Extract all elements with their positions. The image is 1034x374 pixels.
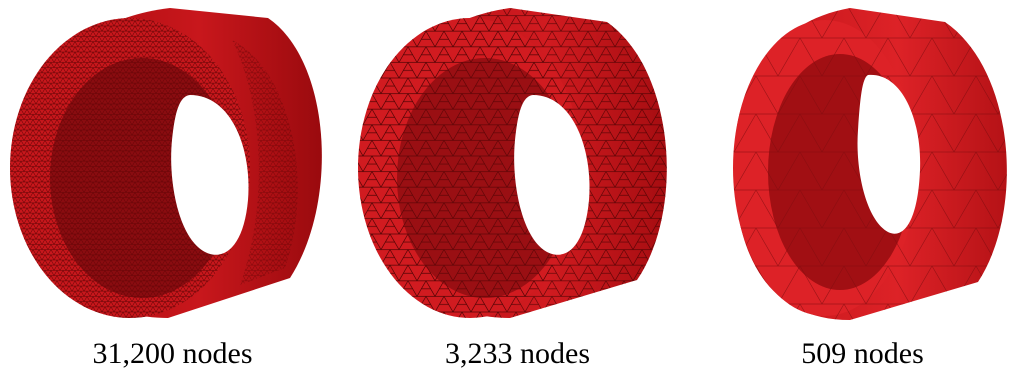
node-count-caption: 3,233 nodes xyxy=(445,337,590,370)
mesh-panel-1: 31,200 nodes xyxy=(0,0,345,374)
mesh-panel-3: 509 nodes xyxy=(690,0,1034,374)
mesh-panel-2: 3,233 nodes xyxy=(345,0,690,374)
through-hole xyxy=(857,74,921,234)
node-count-caption: 509 nodes xyxy=(801,337,924,370)
cylinder-mesh-fine xyxy=(10,8,322,318)
cylinder-mesh-medium xyxy=(358,8,667,318)
cylinder-mesh-coarse xyxy=(733,8,1007,320)
through-hole xyxy=(171,95,249,255)
node-count-caption: 31,200 nodes xyxy=(92,337,253,370)
through-hole xyxy=(514,95,590,255)
